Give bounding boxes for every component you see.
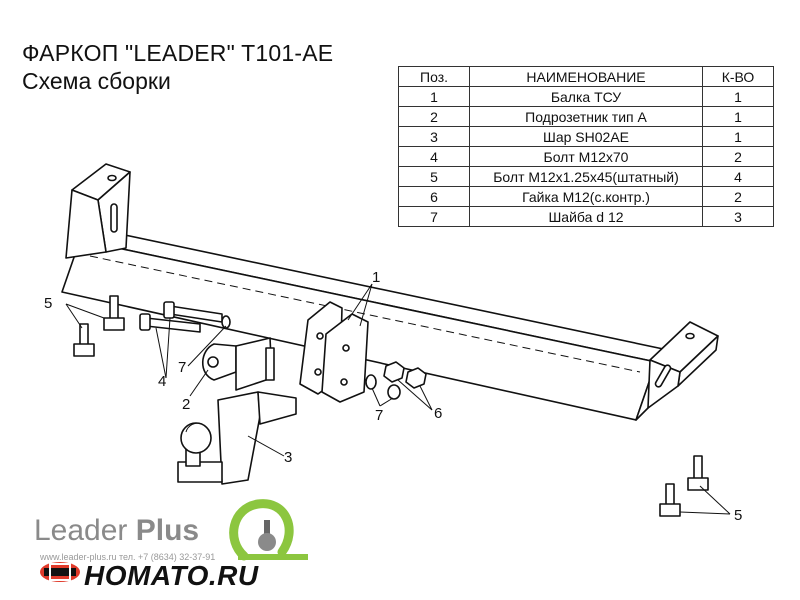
center-mounting-plates (299, 301, 369, 403)
socket-bracket (201, 337, 275, 391)
leader-lines (65, 283, 731, 515)
callout-7-left: 7 (178, 359, 186, 376)
bolts-left (73, 295, 125, 357)
callout-2: 2 (182, 396, 190, 413)
callout-4: 4 (158, 373, 166, 390)
brand-plus: Plus (135, 514, 200, 547)
nuts-and-washers (365, 361, 427, 400)
callout-6: 6 (434, 405, 442, 422)
row-name: Болт М12х1.25х45(штатный) (469, 166, 703, 187)
homato-logo-icon (40, 562, 80, 582)
right-mounting-bracket (647, 321, 719, 409)
row-name: Подрозетник тип А (469, 106, 703, 127)
bolts-right (659, 455, 709, 517)
brand-website: www.leader-plus.ru тел. +7 (8634) 32-37-… (40, 552, 216, 562)
row-qty: 3 (702, 206, 774, 227)
parts-table-header: Поз. НАИМЕНОВАНИЕ К-ВО (398, 66, 774, 87)
row-qty: 4 (702, 166, 774, 187)
row-name: Шайба d 12 (469, 206, 703, 227)
bolts-m12x70 (139, 301, 231, 333)
row-pos: 7 (398, 206, 470, 227)
leader-plus-logo-icon (229, 499, 308, 561)
diagram-title: ФАРКОП "LEADER" T101-AE (22, 40, 334, 66)
callout-7-mid: 7 (375, 407, 383, 424)
dealer-logo-text: HOMATO.RU (84, 560, 259, 591)
ball-mount (177, 391, 297, 485)
left-mounting-bracket (65, 163, 131, 259)
callout-3: 3 (284, 449, 292, 466)
header-pos: Поз. (398, 66, 470, 87)
callout-5-right: 5 (734, 507, 742, 524)
callout-1: 1 (372, 269, 380, 286)
brand-leader: Leader (34, 514, 128, 547)
row-name: Болт М12х70 (469, 146, 703, 167)
callout-5-left: 5 (44, 295, 52, 312)
diagram-subtitle: Схема сборки (22, 68, 171, 94)
brand-name: Leader Plus (34, 514, 199, 548)
row-name: Гайка М12(с.контр.) (469, 186, 703, 207)
